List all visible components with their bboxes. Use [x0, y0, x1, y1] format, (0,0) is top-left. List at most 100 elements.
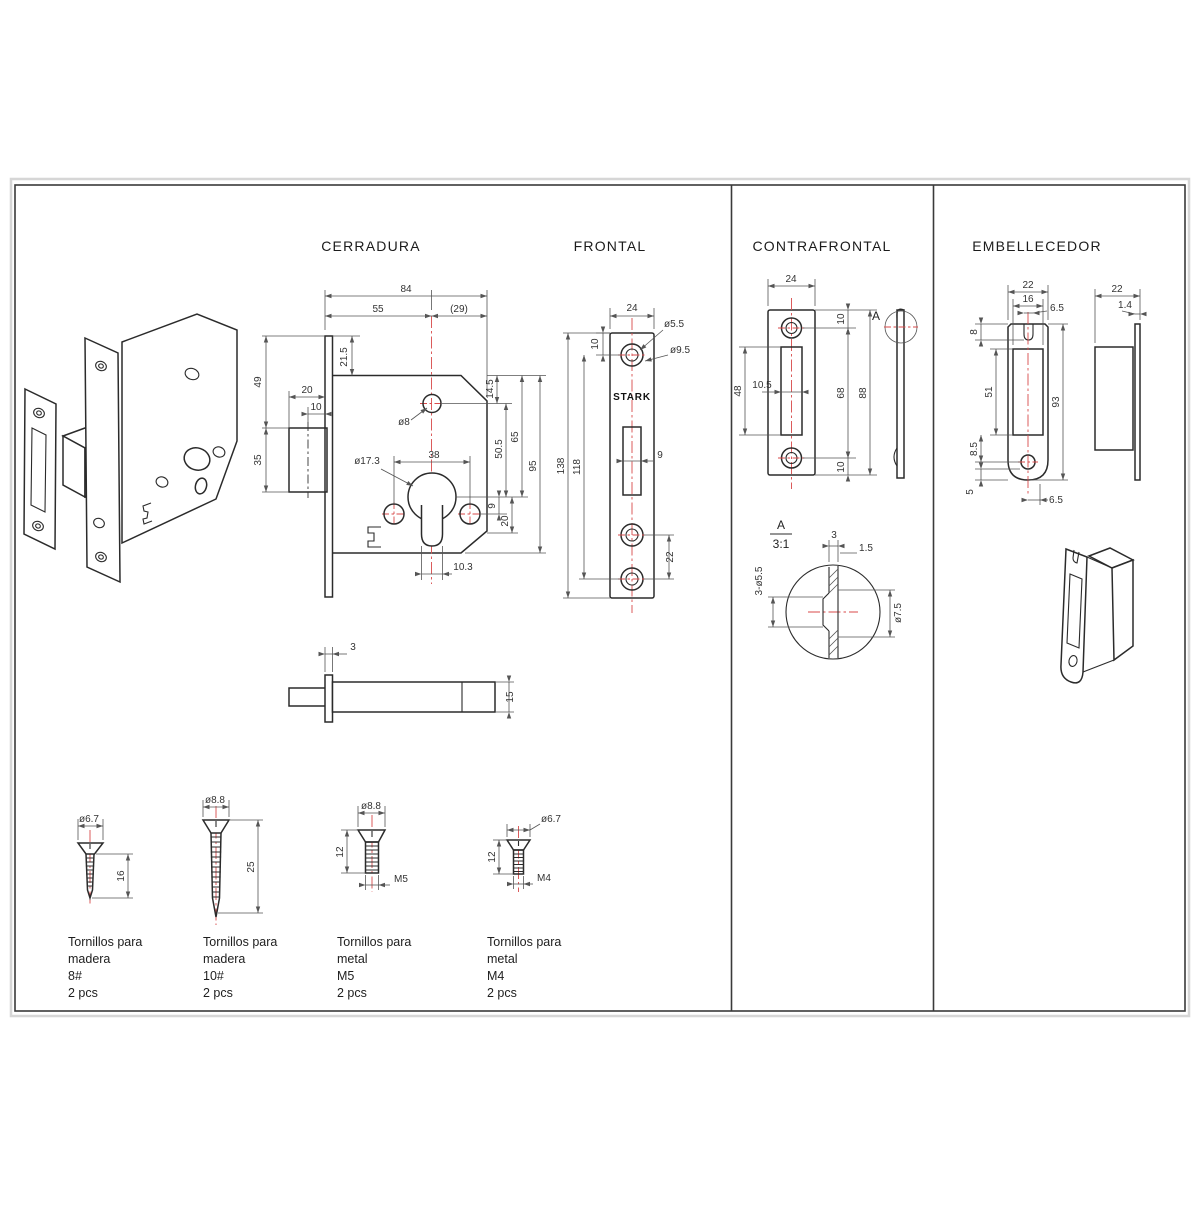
dim-arrow [349, 336, 355, 343]
dim-arrow [770, 597, 776, 604]
dim-label: 93 [1051, 396, 1062, 408]
dim-arrow [378, 810, 385, 816]
section-title-embellecedor: EMBELLECEDOR [972, 238, 1102, 254]
dim-label: 5 [965, 489, 976, 495]
iso-strike-hole-top [33, 407, 45, 419]
embellecedor-side-view: 22 1.4 [1094, 284, 1147, 481]
side-plate-lip [896, 308, 905, 319]
screw-label: madera [68, 952, 110, 966]
dim-arrow [993, 349, 999, 356]
dim-arrow [442, 571, 449, 577]
iso-emb-plate [1060, 547, 1088, 684]
dim-arrow [480, 313, 487, 319]
dim-label: 16 [1022, 294, 1034, 305]
iso-emb-notch [1072, 549, 1080, 564]
dim-arrow [978, 462, 984, 469]
dim-arrow [506, 712, 512, 719]
dim-label: ø8.8 [205, 795, 225, 806]
dim-label: 10.3 [453, 562, 473, 573]
dim-arrow [222, 804, 229, 810]
dim-arrow [1013, 303, 1020, 309]
dim-arrow [289, 394, 296, 400]
dim-label: ø9.5 [670, 345, 690, 356]
dim-arrow [1060, 473, 1066, 480]
dim-arrow [978, 340, 984, 347]
dim-arrow [431, 313, 438, 319]
dim-arrow [325, 293, 332, 299]
iso-faceplate-hole-bottom [95, 551, 107, 563]
screw-wood-10: ø8.8 25 Tornillos para madera 10# 2 pcs [201, 795, 277, 1000]
dim-label: 6.5 [1049, 495, 1063, 506]
dim-arrow [993, 428, 999, 435]
dim-arrow [838, 543, 845, 549]
dim-arrow [263, 336, 269, 343]
dim-arrow [1008, 289, 1015, 295]
dim-label: 68 [836, 387, 847, 399]
dim-label: M5 [394, 874, 408, 885]
iso-faceplate-hole-mid [93, 517, 105, 529]
iso-euro-cylinder-hole [183, 447, 211, 471]
screw-label: madera [203, 952, 245, 966]
dim-arrow [503, 490, 509, 497]
screw-metal-m5: ø8.8 12 M5 Tornillos para metal M5 2 pcs [335, 801, 411, 1000]
dim-arrow [318, 394, 325, 400]
dim-label: 21.5 [339, 347, 350, 367]
dim-label: 22 [1111, 284, 1123, 295]
screw-label: Tornillos para [487, 935, 561, 949]
dim-label: 3 [831, 530, 837, 541]
side-plate-dimple [893, 447, 898, 467]
dim-label: 49 [253, 376, 264, 388]
iso-emb-hole [1068, 655, 1078, 667]
dim-arrow [509, 526, 515, 533]
dim-label: 24 [626, 303, 638, 314]
dim-arrow [125, 891, 131, 898]
sheet-frame [9, 177, 1191, 1018]
section-title-contrafrontal: CONTRAFRONTAL [752, 238, 891, 254]
screw-label: Tornillos para [337, 935, 411, 949]
iso-case-hole-top [184, 367, 200, 381]
dim-arrow [494, 397, 500, 404]
dim-arrow [509, 497, 515, 504]
iso-faceplate-hole-top [95, 360, 107, 372]
dim-label: 16 [116, 870, 127, 882]
dim-label: 6.5 [1050, 303, 1064, 314]
dim-label: 9 [487, 503, 498, 509]
dim-arrow [519, 375, 525, 382]
dim-arrow [344, 830, 350, 837]
screw-label: M5 [337, 969, 354, 983]
dim-arrow [1060, 324, 1066, 331]
dim-label: 1.4 [1118, 300, 1132, 311]
dim-label: 65 [510, 431, 521, 443]
dim-arrow [581, 572, 587, 579]
dim-label: 24 [785, 274, 797, 285]
dim-arrow [96, 823, 103, 829]
dim-arrow [203, 804, 210, 810]
side-box [1094, 346, 1134, 451]
dim-arrow [610, 313, 617, 319]
dim-label: 50.5 [494, 439, 505, 459]
side-faceplate [324, 674, 334, 723]
dim-arrow [978, 317, 984, 324]
dim-arrow [496, 514, 502, 521]
screw-threads [365, 845, 379, 871]
dim-arrow [507, 881, 514, 887]
dim-arrow [318, 651, 325, 657]
screw-label: 2 pcs [68, 986, 98, 1000]
screw-shaft [210, 832, 222, 918]
frame-border [14, 184, 1186, 1012]
dim-label: 12 [335, 846, 346, 858]
dim-arrow [845, 451, 851, 458]
section-hatching [828, 568, 839, 656]
dim-arrow [845, 475, 851, 482]
side-plate-bar [896, 309, 905, 479]
contrafrontal-side-view: A [872, 308, 918, 479]
dim-label: 88 [858, 387, 869, 399]
screw-threads [513, 853, 524, 873]
dim-label: 20 [301, 385, 313, 396]
dim-label: ø5.5 [664, 319, 684, 330]
dim-label: 138 [556, 457, 567, 474]
detail-a-marker-label: A [872, 309, 880, 323]
dim-arrow [263, 485, 269, 492]
dim-label: 1.5 [859, 543, 873, 554]
